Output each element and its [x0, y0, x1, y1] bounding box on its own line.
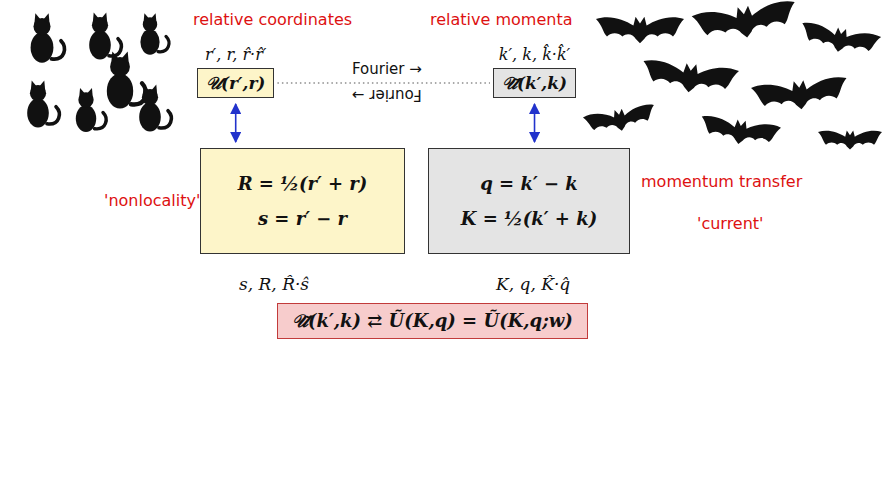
dotted-connector: [277, 82, 490, 83]
transform-label: Fourier →: [352, 86, 422, 104]
section-label: relative coordinates: [193, 10, 352, 29]
transform-label: Fourier →: [352, 60, 422, 78]
formula-text: 𝒰(r′,r): [206, 73, 265, 93]
formula-text: s = r′ − r: [258, 208, 347, 229]
double-arrow: [235, 104, 237, 142]
variable-list: r′, r, r̂·r̂′: [205, 45, 267, 64]
variable-list: k′, k, k̂·k̂′: [499, 45, 570, 64]
formula-text: 𝒰̃(k′,k) ⇄ Ũ(K,q) = Ũ(K,q;w): [292, 310, 573, 332]
annotation: 'nonlocality': [104, 191, 200, 210]
variable-list: K, q, K̂·q̂: [496, 274, 570, 294]
variable-list: s, R, R̂·ŝ: [239, 274, 309, 294]
section-label: relative momenta: [430, 10, 572, 29]
formula-text: 𝒰̃(k′,k): [502, 73, 567, 93]
bat-silhouettes: [583, 0, 882, 150]
coordinate-box: q = k′ − k K = ½(k′ + k): [428, 148, 630, 254]
double-arrow: [534, 104, 536, 142]
annotation: momentum transfer: [641, 172, 802, 191]
function-box: k′, k, k̂·k̂′𝒰̃(k′,k): [493, 68, 576, 98]
relation-box: 𝒰̃(k′,k) ⇄ Ũ(K,q) = Ũ(K,q;w): [277, 303, 588, 339]
formula-text: R = ½(r′ + r): [238, 173, 368, 194]
coordinate-box: R = ½(r′ + r) s = r′ − r: [200, 148, 405, 254]
annotation: 'current': [697, 214, 764, 233]
formula-text: q = k′ − k: [480, 173, 578, 194]
function-box: r′, r, r̂·r̂′𝒰(r′,r): [197, 68, 274, 98]
formula-text: K = ½(k′ + k): [461, 208, 597, 229]
cat-silhouettes: [27, 13, 171, 133]
